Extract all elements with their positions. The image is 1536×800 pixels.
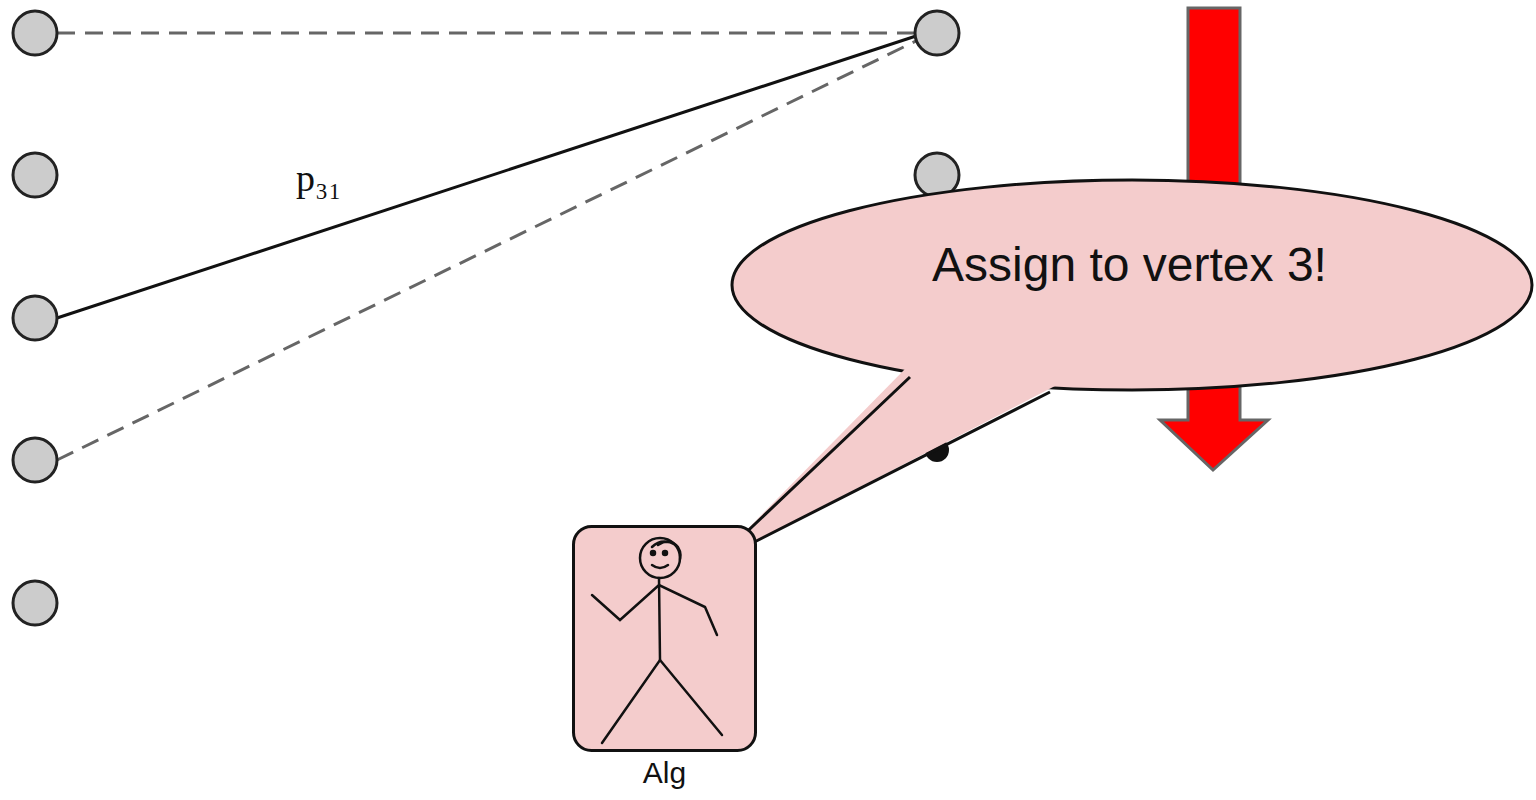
vertex: [13, 438, 57, 482]
agent-label: Alg: [643, 756, 686, 790]
edge-weight: p₃₁: [296, 156, 342, 200]
vertex: [13, 153, 57, 197]
vertex: [13, 581, 57, 625]
agent-box: Alg: [572, 525, 757, 752]
vertex: [13, 11, 57, 55]
stick-figure: [572, 525, 757, 752]
vertex: [13, 296, 57, 340]
bubble-text: Assign to vertex 3!: [932, 237, 1327, 292]
vertex: [915, 11, 959, 55]
speech-bubble: Assign to vertex 3!: [730, 178, 1535, 393]
dashed-edge: [57, 32, 915, 35]
